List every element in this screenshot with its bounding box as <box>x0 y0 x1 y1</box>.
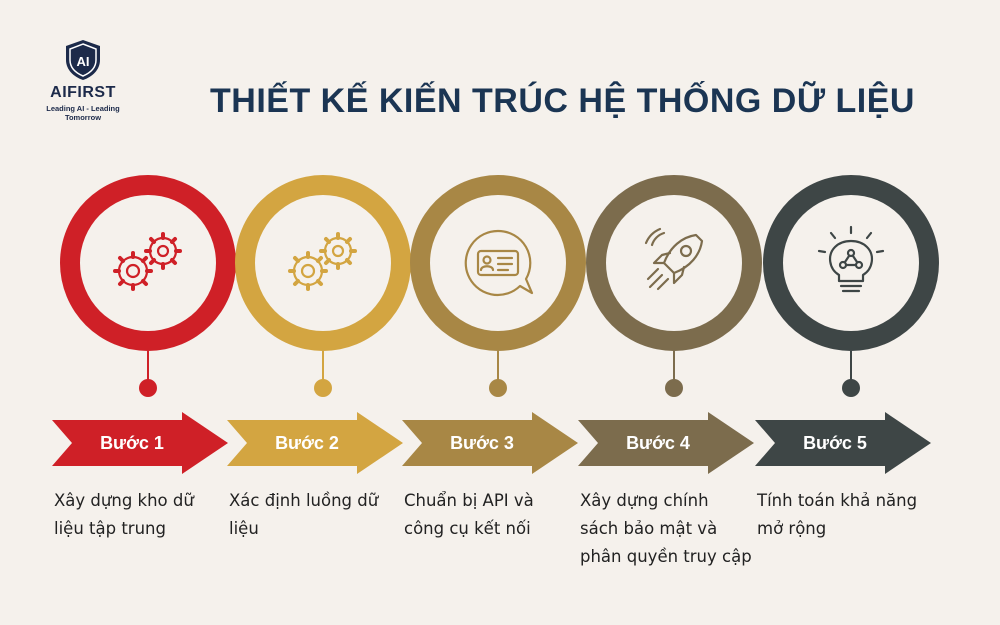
step-label: Bước 5 <box>803 433 867 453</box>
gears-icon <box>113 232 182 291</box>
step-circle <box>763 175 939 351</box>
logo-mark: AI <box>77 54 90 69</box>
step-label: Bước 1 <box>100 433 164 453</box>
step-arrow: Bước 3 <box>402 412 578 474</box>
step-description: Xác định luồng dữ liệu <box>229 491 379 538</box>
shield-logo-icon: AI <box>66 40 100 80</box>
step-arrow: Bước 1 <box>52 412 228 474</box>
page-title: THIẾT KẾ KIẾN TRÚC HỆ THỐNG DỮ LIỆU <box>210 82 915 120</box>
step-circle <box>586 175 762 351</box>
rocket-icon <box>644 227 704 291</box>
step-2: Bước 2 Xác định luồng dữ liệu <box>227 175 411 615</box>
lightbulb-network-icon <box>817 225 885 293</box>
step-circle <box>235 175 411 351</box>
step-arrow: Bước 5 <box>755 412 931 474</box>
step-description: Xây dựng kho dữ liệu tập trung <box>54 491 194 538</box>
step-circle <box>60 175 236 351</box>
id-card-chat-icon <box>464 229 534 297</box>
connector-dot <box>665 379 683 397</box>
step-label: Bước 2 <box>275 433 339 453</box>
step-circle <box>410 175 586 351</box>
step-arrow: Bước 4 <box>578 412 754 474</box>
step-5: Bước 5 Tính toán khả năng mở rộng <box>755 175 939 615</box>
step-label: Bước 4 <box>626 433 690 453</box>
connector-dot <box>139 379 157 397</box>
brand-tagline: Leading AI - Leading Tomorrow <box>46 104 120 122</box>
step-arrow: Bước 2 <box>227 412 403 474</box>
step-4: Bước 4 Xây dựng chính sách bảo mật và ph… <box>578 175 762 615</box>
step-3: Bước 3 Chuẩn bị API và công cụ kết nối <box>402 175 586 615</box>
step-1: Bước 1 Xây dựng kho dữ liệu tập trung <box>52 175 236 615</box>
step-label: Bước 3 <box>450 433 514 453</box>
brand-name: AIFIRST <box>50 84 116 101</box>
gears-icon <box>288 232 357 291</box>
step-description: Xây dựng chính sách bảo mật và phân quyề… <box>580 491 752 566</box>
step-description: Tính toán khả năng mở rộng <box>757 491 918 538</box>
step-description: Chuẩn bị API và công cụ kết nối <box>404 491 534 538</box>
connector-dot <box>314 379 332 397</box>
connector-dot <box>842 379 860 397</box>
connector-dot <box>489 379 507 397</box>
brand-logo: AI AIFIRST Leading AI - Leading Tomorrow <box>28 38 138 122</box>
